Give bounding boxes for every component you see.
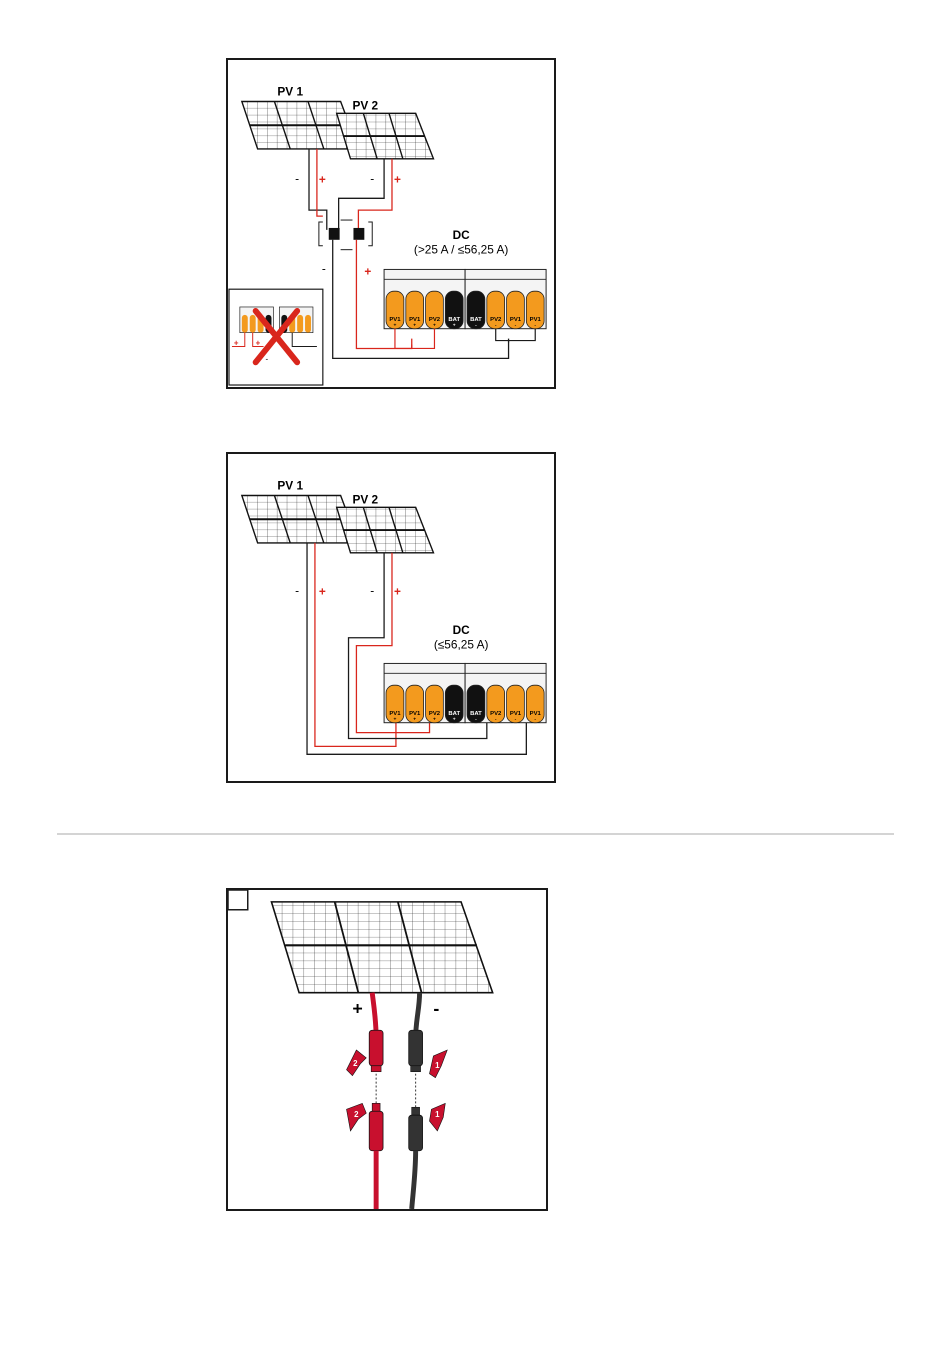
arrow-number: 1 [435, 1110, 440, 1119]
step-indicator-box [228, 890, 248, 910]
arrow-icon-top-left: 2 [347, 1050, 367, 1076]
terminal-sign: + [433, 718, 436, 723]
diagram-canvas: PV 1 PV 2 - + - + DC (≤56,25 A) PV1 PV1 … [228, 454, 554, 781]
pv2-label: PV 2 [352, 98, 378, 112]
minus-connector-female-icon [409, 1030, 423, 1071]
pv1-minus-label: - [295, 583, 299, 597]
pv1-label: PV 1 [277, 479, 303, 493]
pv2-plus-label: + [394, 584, 401, 598]
diagram-parallel-with-splitter: PV 1 PV 2 - + - + - + DC (>25 A / ≤56,25… [226, 58, 556, 389]
plus-terminal-bridge [395, 329, 435, 349]
terminal-label: PV2 [490, 317, 502, 323]
terminal-label: PV1 [389, 317, 401, 323]
terminal-label: PV1 [510, 711, 522, 717]
terminal-sign: + [453, 718, 456, 723]
pv1-minus-label: - [295, 172, 299, 186]
minus-cable-bottom [412, 1151, 416, 1209]
plus-label: + [352, 998, 362, 1018]
pv2-panel-icon [337, 507, 434, 552]
plus-connector-male-icon [369, 1103, 383, 1150]
terminal-sign: + [413, 718, 416, 723]
terminal-sign: + [453, 324, 456, 329]
dc-terminal-block-right: BAT PV2 PV1 PV1 - - - - [465, 269, 546, 328]
arrow-icon-bottom-left: 2 [347, 1103, 367, 1131]
combined-minus-label: - [322, 261, 326, 275]
terminal-label: PV1 [530, 317, 542, 323]
diagram-pv-connector-disconnect: + - 2 1 [226, 888, 548, 1211]
plus-connector-female-icon [369, 1030, 383, 1071]
minus-terminal-bridge [496, 329, 536, 343]
pv2-minus-wire [339, 159, 384, 230]
pv1-plus-label: + [319, 584, 326, 598]
terminal-label: BAT [470, 317, 482, 323]
section-divider [57, 833, 894, 835]
terminal-label: PV1 [510, 317, 522, 323]
diagram-canvas: PV 1 PV 2 - + - + - + DC (>25 A / ≤56,25… [228, 60, 554, 387]
arrow-number: 1 [435, 1061, 440, 1070]
pv2-label: PV 2 [352, 492, 378, 506]
pv1-label: PV 1 [277, 85, 303, 99]
inset-minus-label: - [266, 354, 269, 363]
pv2-plus-label: + [394, 172, 401, 186]
terminal-label: PV2 [490, 711, 502, 717]
terminal-label: PV1 [409, 317, 421, 323]
pv2-panel-icon [337, 113, 434, 158]
terminal-label: PV1 [530, 711, 542, 717]
pv2-minus-label: - [370, 172, 374, 186]
dc-current-range: (>25 A / ≤56,25 A) [414, 243, 508, 257]
dc-title: DC [453, 228, 471, 242]
pv-module-icon [271, 902, 492, 993]
dc-terminal-block-left: PV1 PV1 PV2 BAT + + + + [384, 663, 465, 722]
terminal-label: BAT [470, 711, 482, 717]
arrow-icon-bottom-right: 1 [429, 1103, 445, 1131]
incorrect-wiring-inset: + + - [229, 289, 323, 385]
pv1-plus-label: + [319, 172, 326, 186]
dc-terminal-block-right: BAT PV2 PV1 PV1 - - - - [465, 663, 546, 722]
terminal-label: PV2 [429, 711, 441, 717]
dc-current-range: (≤56,25 A) [434, 638, 489, 652]
terminal-label: PV1 [389, 711, 401, 717]
terminal-label: BAT [448, 317, 460, 323]
pv2-plus-wire [358, 159, 392, 230]
arrow-number: 2 [353, 1059, 358, 1068]
pv1-minus-wire [309, 149, 327, 230]
terminal-sign: + [394, 718, 397, 723]
terminal-sign: + [413, 324, 416, 329]
inset-plus-label: + [256, 339, 261, 348]
pv2-minus-label: - [370, 583, 374, 597]
arrow-icon-top-right: 1 [429, 1050, 447, 1078]
arrow-number: 2 [354, 1110, 359, 1119]
combined-plus-label: + [364, 264, 371, 278]
inset-plus-label: + [234, 339, 239, 348]
minus-connector-male-icon [409, 1107, 423, 1150]
diagram-direct-connection: PV 1 PV 2 - + - + DC (≤56,25 A) PV1 PV1 … [226, 452, 556, 783]
terminal-label: PV2 [429, 317, 441, 323]
minus-label: - [433, 998, 439, 1018]
dc-title: DC [453, 623, 471, 637]
terminal-label: BAT [448, 711, 460, 717]
terminal-sign: + [433, 324, 436, 329]
diagram-canvas: + - 2 1 [228, 890, 546, 1209]
terminal-label: PV1 [409, 711, 421, 717]
dc-terminal-block-left: PV1 PV1 PV2 BAT + + + + [384, 269, 465, 328]
terminal-sign: + [394, 324, 397, 329]
